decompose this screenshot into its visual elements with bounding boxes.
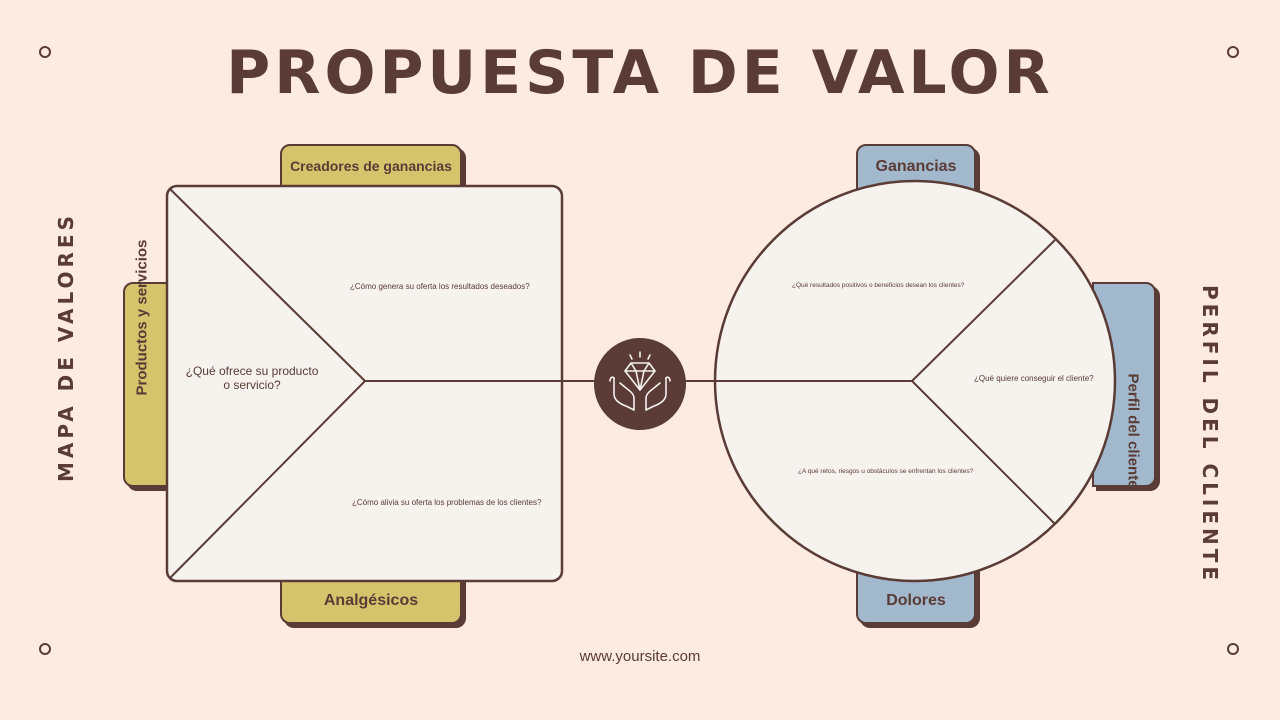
- corner-dot-bottom-left: [39, 643, 51, 655]
- diamond-in-hands-icon: [594, 338, 686, 430]
- page-title: PROPUESTA DE VALOR: [226, 38, 1054, 108]
- question-products: ¿Qué ofrece su producto o servicio?: [185, 364, 319, 392]
- products-services-tab[interactable]: Productos y servicios: [123, 240, 173, 487]
- corner-dot-bottom-right: [1227, 643, 1239, 655]
- value-map-divider-bottom: [169, 380, 366, 579]
- customer-profile-circle: [713, 179, 1117, 583]
- circle-divider-upper: [911, 239, 1056, 382]
- gains-label: Ganancias: [875, 158, 957, 175]
- circle-divider-lower: [911, 380, 1056, 525]
- question-pain-relievers: ¿Cómo alivia su oferta los problemas de …: [352, 498, 542, 507]
- corner-dot-top-right: [1227, 46, 1239, 58]
- website-url[interactable]: www.yoursite.com: [579, 648, 701, 665]
- gain-creators-tab[interactable]: Creadores de ganancias: [280, 144, 462, 192]
- pains-label: Dolores: [886, 592, 946, 609]
- corner-dot-top-left: [39, 46, 51, 58]
- question-jobs: ¿Qué quiere conseguir el cliente?: [974, 374, 1094, 383]
- question-gains: ¿Qué resultados positivos o beneficios d…: [792, 282, 965, 289]
- pain-relievers-label: Analgésicos: [323, 592, 419, 609]
- question-gain-creators: ¿Cómo genera su oferta los resultados de…: [350, 282, 530, 291]
- gain-creators-label: Creadores de ganancias: [290, 158, 452, 174]
- question-pains: ¿A qué retos, riesgos u obstáculos se en…: [798, 468, 974, 475]
- value-map-divider-top: [169, 188, 366, 382]
